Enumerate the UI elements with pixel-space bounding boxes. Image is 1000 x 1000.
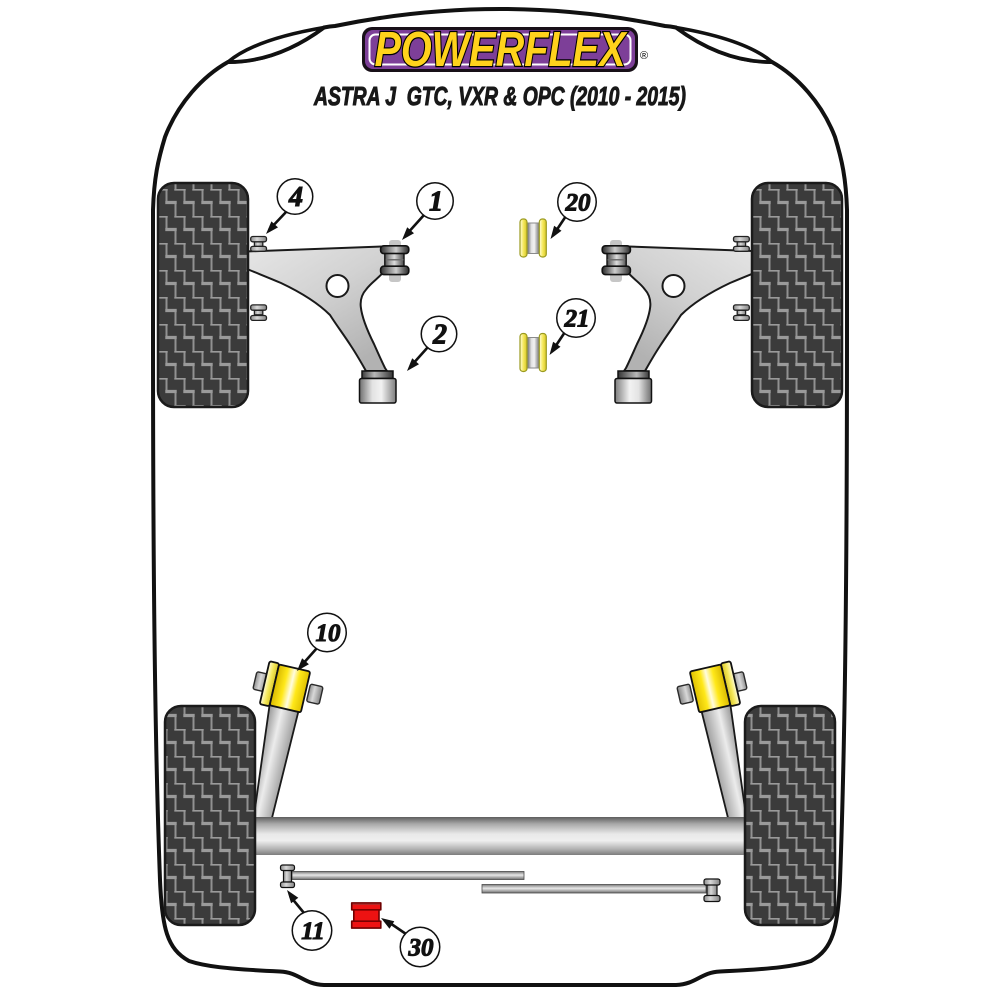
svg-text:4: 4 — [288, 182, 303, 213]
svg-text:30: 30 — [408, 935, 435, 962]
svg-text:20: 20 — [565, 190, 592, 217]
svg-text:11: 11 — [301, 918, 325, 945]
svg-text:ASTRA J GTC, VXR & OPC (2010: ASTRA J GTC, VXR & OPC (2010 - 2015) — [313, 81, 686, 111]
svg-text:2: 2 — [432, 320, 447, 351]
svg-text:POWERFLEX: POWERFLEX — [375, 23, 629, 77]
svg-text:21: 21 — [564, 306, 590, 333]
svg-text:10: 10 — [316, 620, 342, 647]
svg-text:1: 1 — [429, 187, 443, 218]
svg-text:®: ® — [640, 50, 648, 62]
